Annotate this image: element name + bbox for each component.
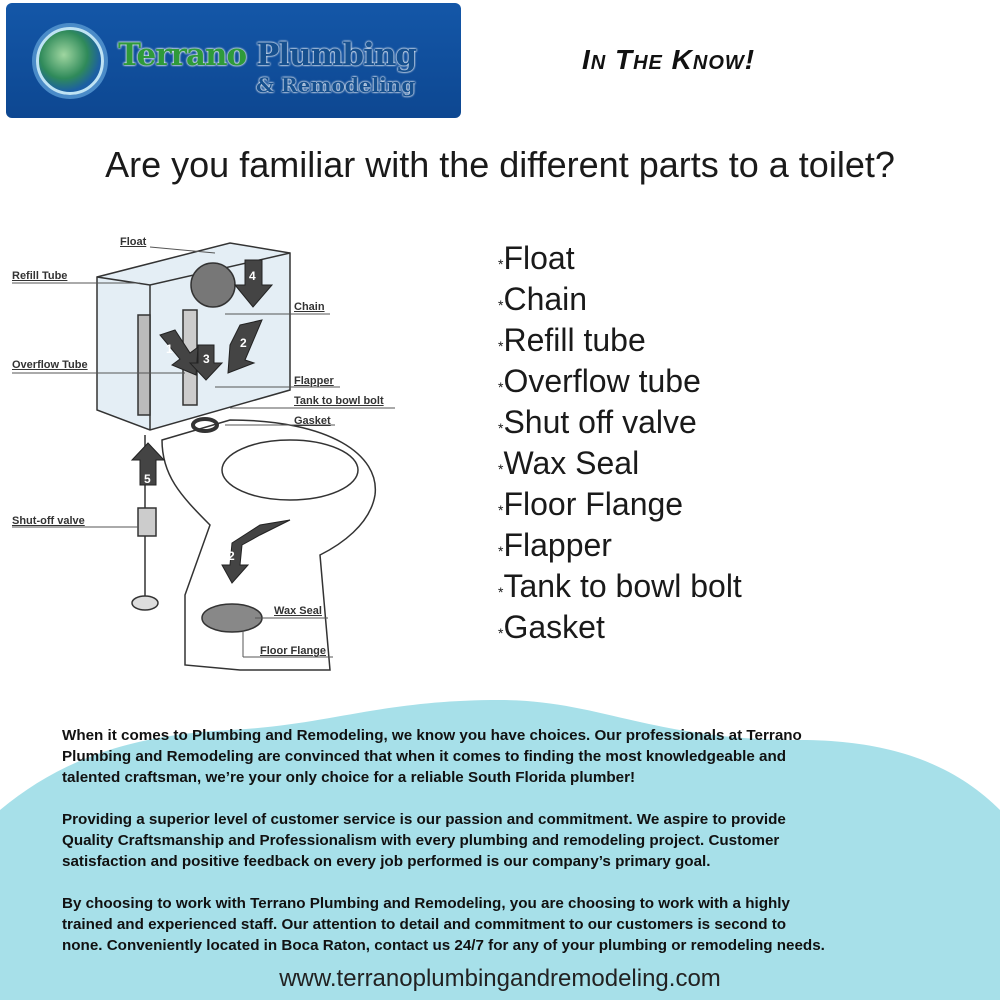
- label-shutoff-valve: Shut-off valve: [12, 515, 85, 527]
- arrow-label-3: 3: [203, 352, 210, 366]
- arrow-3-icon: [188, 344, 224, 381]
- arrow-label-2b: 2: [228, 549, 235, 563]
- logo-word-remodeling: & Remodeling: [256, 73, 416, 97]
- arrow-2-icon: [227, 319, 263, 374]
- parts-list: *Float *Chain *Refill tube *Overflow tub…: [498, 238, 742, 648]
- label-overflow-tube: Overflow Tube: [12, 359, 88, 371]
- toilet-illustration: 4 1 3 2 5 2: [12, 242, 395, 671]
- logo-word-terrano: Terrano: [118, 37, 247, 73]
- label-refill-tube: Refill Tube: [12, 270, 68, 282]
- background-wave: [0, 700, 1000, 1000]
- arrow-2b-icon: [221, 519, 291, 584]
- label-gasket: Gasket: [294, 415, 331, 427]
- arrow-4-icon: [233, 259, 274, 308]
- arrow-1-icon: [159, 329, 199, 376]
- list-item: *Tank to bowl bolt: [498, 568, 742, 604]
- list-item: *Gasket: [498, 609, 605, 645]
- label-chain: Chain: [294, 301, 325, 313]
- label-flapper: Flapper: [294, 375, 334, 387]
- paragraph-service: Providing a superior level of customer s…: [62, 811, 786, 870]
- arrow-5-icon: [130, 442, 166, 486]
- label-floor-flange: Floor Flange: [260, 645, 326, 657]
- list-item: *Floor Flange: [498, 486, 684, 522]
- arrow-label-4: 4: [249, 269, 256, 283]
- toilet-diagram: 4 1 3 2 5 2 Float Refill Tube Chain Over…: [0, 225, 420, 675]
- arrow-label-2: 2: [240, 336, 247, 350]
- paragraph-staff: By choosing to work with Terrano Plumbin…: [62, 895, 825, 954]
- list-item: *Shut off valve: [498, 404, 697, 440]
- label-float: Float: [120, 236, 147, 248]
- list-item: *Float: [498, 240, 575, 276]
- website-link[interactable]: www.terranoplumbingandremodeling.com: [279, 965, 721, 992]
- arrow-label-5: 5: [144, 472, 151, 486]
- paragraph-choices: When it comes to Plumbing and Remodeling…: [62, 727, 802, 786]
- body-text: When it comes to Plumbing and Remodeling…: [62, 725, 962, 977]
- list-item: *Refill tube: [498, 322, 646, 358]
- list-item: *Overflow tube: [498, 363, 701, 399]
- label-wax-seal: Wax Seal: [274, 605, 322, 617]
- list-item: *Flapper: [498, 527, 612, 563]
- arrow-label-1: 1: [166, 342, 173, 356]
- list-item: *Wax Seal: [498, 445, 640, 481]
- company-logo: Terrano Plumbing & Remodeling: [6, 3, 461, 118]
- page-title: Are you familiar with the different part…: [105, 144, 895, 185]
- label-tank-to-bowl-bolt: Tank to bowl bolt: [294, 395, 384, 407]
- globe-icon: [36, 27, 104, 95]
- tagline: In The Know!: [582, 44, 756, 75]
- list-item: *Chain: [498, 281, 588, 317]
- logo-word-plumbing: Plumbing: [256, 37, 417, 73]
